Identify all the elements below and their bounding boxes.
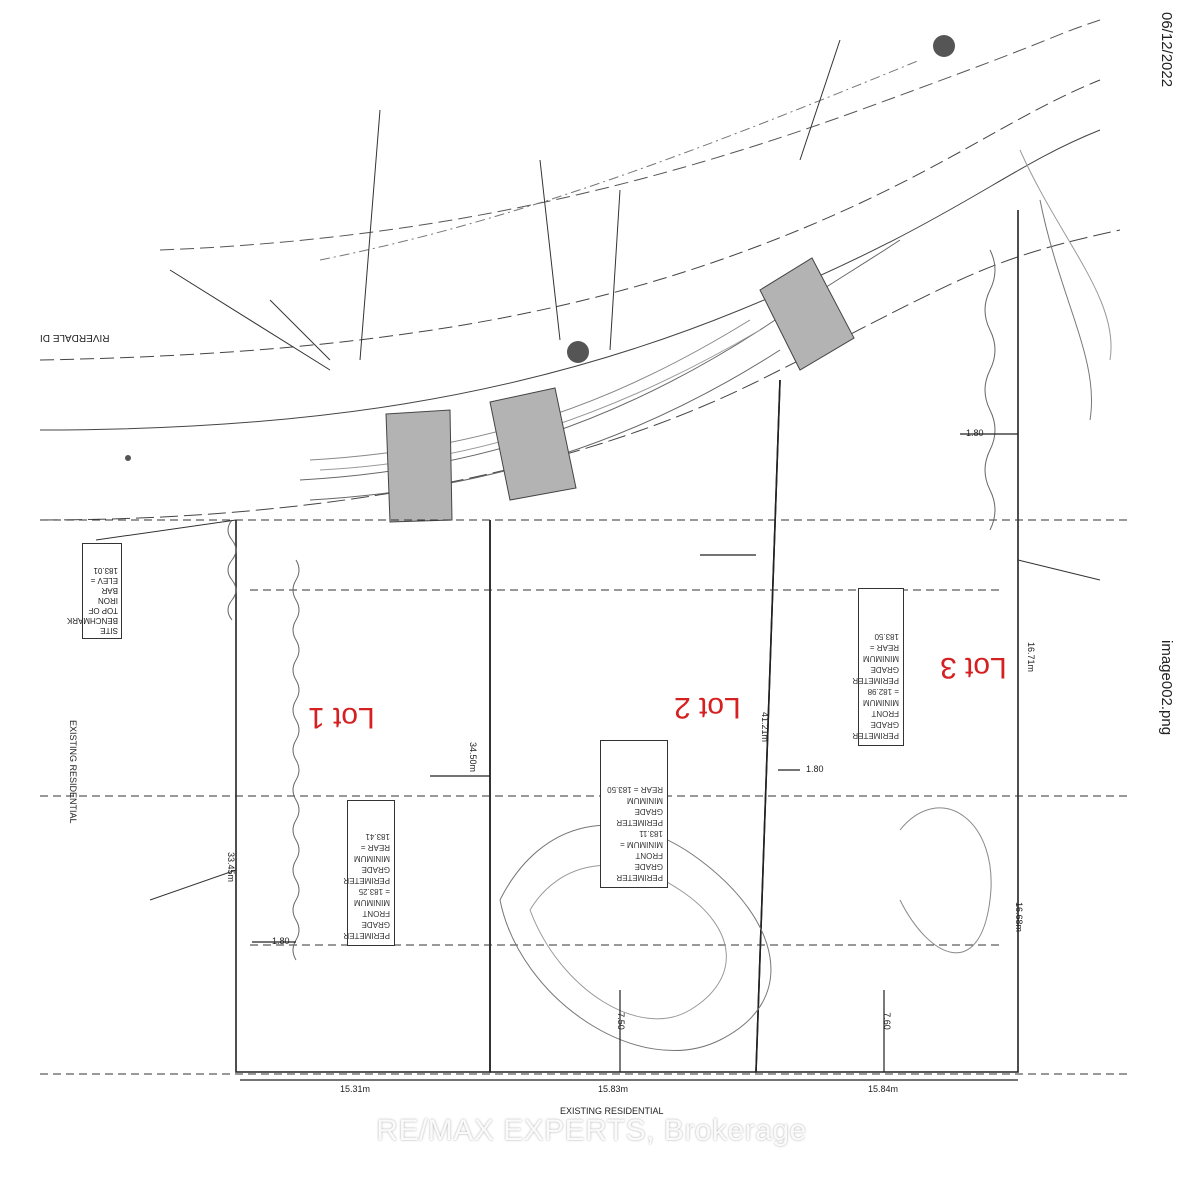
lot-1-depth: 33.45m xyxy=(226,851,237,883)
setback-dim-lot-3: 1.80 xyxy=(806,764,824,774)
side-depth: 16.71m xyxy=(1026,641,1037,673)
rear-setback: 7.60 xyxy=(881,1012,892,1030)
lot-3-width: 15.84m xyxy=(868,1084,899,1094)
watermark: RE/MAX EXPERTS, Brokerage xyxy=(376,1114,807,1147)
header-filename: image002.png xyxy=(1158,640,1175,736)
side-depth-2: 16.68m xyxy=(1014,901,1025,933)
street-name: RIVERDALE DI xyxy=(40,332,110,343)
perimeter-note-lot-2: PERIMETER GRADE FRONT MINIMUM = 183.11 P… xyxy=(600,740,668,888)
setback-dim-front: 1.80 xyxy=(966,428,984,438)
side-label: EXISTING RESIDENTIAL xyxy=(68,720,78,824)
lot-2-width: 15.83m xyxy=(598,1084,629,1094)
rear-setback-2: 7.50 xyxy=(615,1012,626,1030)
lot-3-label: Lot 3 xyxy=(940,651,1007,684)
bottom-label: EXISTING RESIDENTIAL xyxy=(560,1106,664,1116)
setback-dim: 1.80 xyxy=(272,936,290,946)
lot-2-depth: 34.50m xyxy=(468,741,479,773)
lot-1-width: 15.31m xyxy=(340,1084,371,1094)
perimeter-note-lot-3: PERIMETER GRADE FRONT MINIMUM = 182.98 P… xyxy=(852,588,904,746)
lot-2-label: Lot 2 xyxy=(674,691,741,724)
header-date: 06/12/2022 xyxy=(1158,12,1175,88)
perimeter-note-lot-1: PERIMETER GRADE FRONT MINIMUM = 183.25 P… xyxy=(343,800,395,946)
lot-1-label: Lot 1 xyxy=(308,701,375,734)
site-benchmark-note: SITE BENCHMARK TOP OF IRON BAR ELEV = 18… xyxy=(67,543,122,639)
lot-3-depth: 41.21m xyxy=(760,711,771,743)
